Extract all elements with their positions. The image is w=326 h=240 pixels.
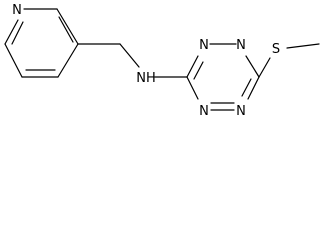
atom-label-tetrazine-n: N [236,38,246,53]
bond [186,55,199,78]
atom-label-tetrazine-n: N [199,38,209,53]
molecule-structure: N NH N N N N S [4,3,320,119]
bond [4,43,23,78]
double-bond-inner [193,61,204,80]
bond [4,19,19,45]
atom-label-tetrazine-n: N [199,104,209,119]
double-bond-inner [11,21,24,45]
bond [258,57,271,78]
double-bond-inner [241,78,252,97]
bond [186,76,199,100]
bond [245,55,260,78]
atom-label-tetrazine-n: N [236,104,246,119]
bond [286,43,320,49]
bond [56,8,79,45]
pyridine-ring [4,8,79,78]
atom-label-pyridine-n: N [12,3,22,18]
atom-label-amine-nh: NH [136,71,156,86]
atom-label-sulfur: S [272,42,280,57]
bond [57,43,79,78]
methylene-linker [77,43,188,78]
methylthio-group [258,43,320,78]
bond [247,76,260,100]
tetrazine-ring [186,43,260,111]
double-bond-inner [58,16,74,43]
bond [119,43,140,68]
